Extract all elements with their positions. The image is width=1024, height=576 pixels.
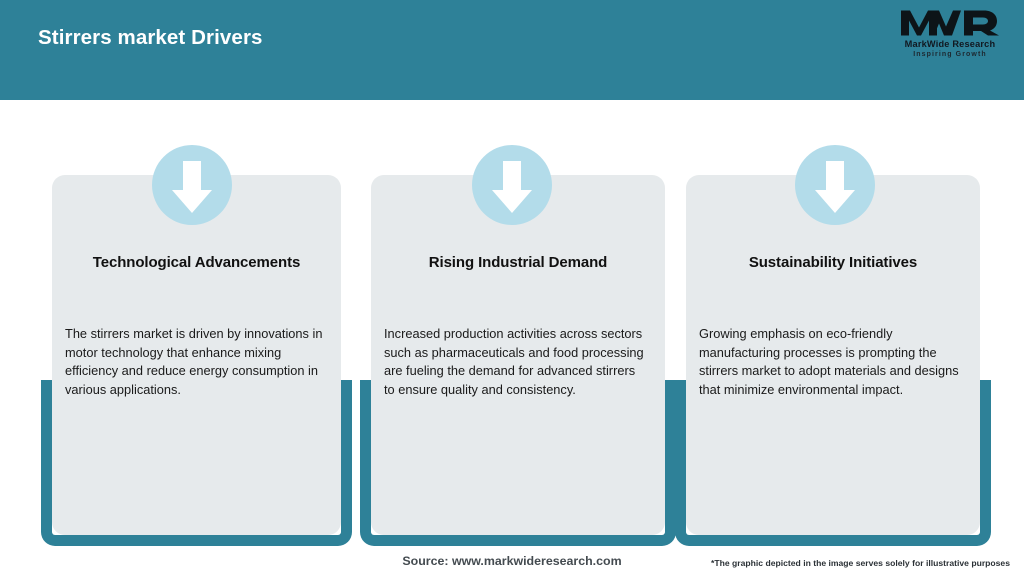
- logo-company-name: MarkWide Research: [904, 39, 996, 49]
- card-panel-2[interactable]: Rising Industrial Demand Increased produ…: [371, 175, 665, 535]
- logo-tagline: Inspiring Growth: [913, 51, 987, 58]
- disclaimer-text: *The graphic depicted in the image serve…: [711, 558, 1010, 568]
- card-body-3: Growing emphasis on eco-friendly manufac…: [699, 326, 959, 397]
- card-body-2: Increased production activities across s…: [384, 326, 644, 397]
- card-panel-3[interactable]: Sustainability Initiatives Growing empha…: [686, 175, 980, 535]
- down-arrow-icon: [815, 161, 855, 213]
- down-arrow-icon: [172, 161, 212, 213]
- page-header: Stirrers market Drivers MarkWide Researc…: [0, 0, 1024, 100]
- card-panel-1[interactable]: Technological Advancements The stirrers …: [52, 175, 341, 535]
- card-body-1: The stirrers market is driven by innovat…: [65, 326, 323, 397]
- card-title-3: Sustainability Initiatives: [748, 254, 918, 271]
- card-title-2: Rising Industrial Demand: [428, 254, 608, 271]
- page-title: Stirrers market Drivers: [38, 26, 263, 49]
- mwr-logo-icon: [901, 10, 999, 36]
- markwide-research-logo: MarkWide Research Inspiring Growth: [892, 8, 1008, 64]
- card-title-1: Technological Advancements: [92, 254, 301, 271]
- source-text: Source: www.markwideresearch.com: [402, 554, 622, 568]
- card-frame-2: [360, 380, 676, 546]
- card-frame-3: [675, 380, 991, 546]
- down-arrow-icon: [492, 161, 532, 213]
- card-frame-1: [41, 380, 352, 546]
